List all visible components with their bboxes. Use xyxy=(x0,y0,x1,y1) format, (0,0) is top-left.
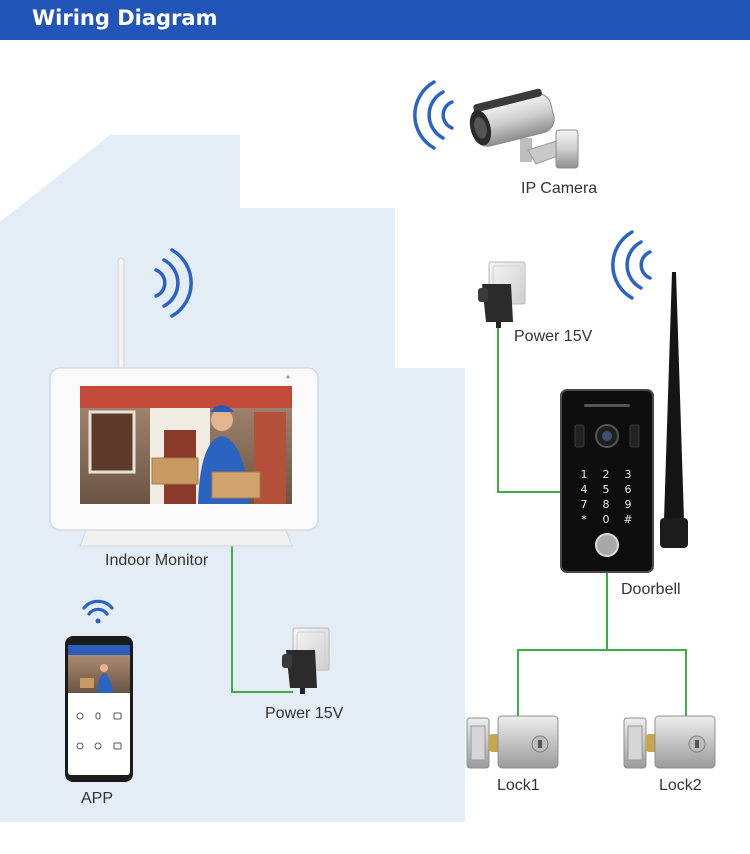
wire-lock-bus xyxy=(517,649,687,720)
keypad-key: 2 xyxy=(603,468,610,481)
keypad-key: 9 xyxy=(625,498,632,511)
keypad-key: 5 xyxy=(603,483,610,496)
camera-power-label: Power 15V xyxy=(514,328,593,345)
smartphone-icon xyxy=(65,636,133,782)
ip-camera-label: IP Camera xyxy=(521,180,598,197)
doorbell-antenna-icon xyxy=(660,272,688,548)
camera-power-adapter-icon xyxy=(478,261,526,328)
indoor-monitor-icon xyxy=(49,257,319,547)
doorbell-icon xyxy=(560,389,654,573)
doorbell-wifi-icon xyxy=(611,230,652,300)
keypad-key: # xyxy=(623,513,632,526)
keypad-key: 3 xyxy=(625,468,632,481)
wire-camera-power xyxy=(497,325,560,493)
monitor-wifi-icon xyxy=(154,248,193,318)
lock2-icon xyxy=(623,715,716,769)
keypad-key: 4 xyxy=(581,483,588,496)
page-title: Wiring Diagram xyxy=(32,6,218,30)
phone-wifi-icon xyxy=(82,599,114,624)
header-banner: Wiring Diagram xyxy=(0,0,750,40)
wire-monitor-power xyxy=(231,545,293,693)
doorbell-label: Doorbell xyxy=(621,581,681,598)
lock1-icon xyxy=(466,715,559,769)
wiring-diagram: 1 2 3 4 5 6 7 8 9 * 0 # xyxy=(0,80,716,822)
keypad-key: 8 xyxy=(603,498,610,511)
monitor-power-label: Power 15V xyxy=(265,705,344,722)
keypad-key: * xyxy=(581,513,587,526)
monitor-power-adapter-icon xyxy=(282,627,330,694)
keypad-key: 7 xyxy=(581,498,588,511)
lock2-label: Lock2 xyxy=(659,777,702,794)
doorbell-keypad: 1 2 3 4 5 6 7 8 9 * 0 # xyxy=(581,468,633,526)
ip-camera-icon xyxy=(469,88,579,169)
app-label: APP xyxy=(81,790,114,807)
lock1-label: Lock1 xyxy=(497,777,540,794)
keypad-key: 6 xyxy=(625,483,632,496)
camera-wifi-icon xyxy=(413,80,454,150)
indoor-monitor-label: Indoor Monitor xyxy=(105,552,209,569)
keypad-key: 1 xyxy=(581,468,588,481)
keypad-key: 0 xyxy=(603,513,610,526)
